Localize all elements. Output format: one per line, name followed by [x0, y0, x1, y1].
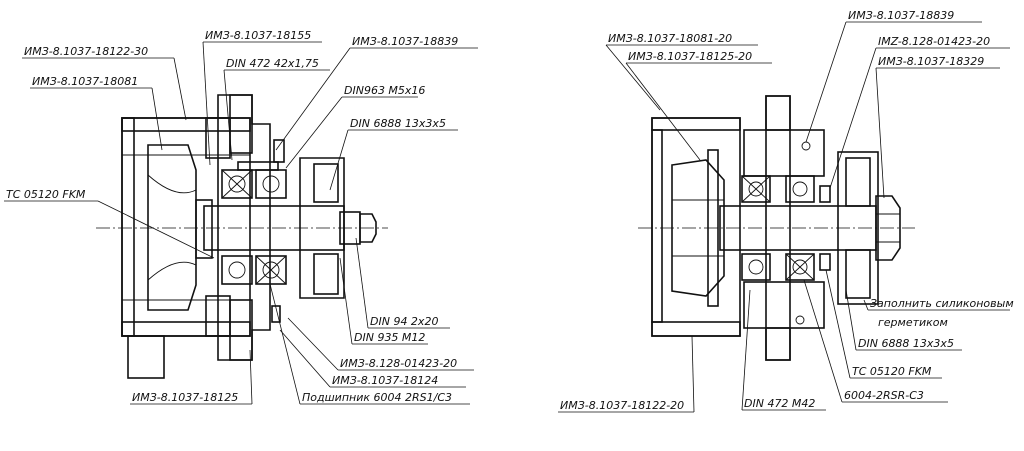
callout-labels: ИМЗ-8.1037-18122-30 ИМЗ-8.1037-18081 ИМЗ…: [6, 9, 1014, 412]
right-cover: [743, 95, 825, 361]
callout-label: ИМЗ-8.1037-18122-20: [560, 399, 684, 412]
callout-label: ИМЗ-8.1037-18081-20: [608, 32, 732, 45]
leader-lines: [4, 21, 1010, 413]
right-nut: [875, 195, 901, 261]
left-assembly: [96, 94, 388, 379]
callout-label: ИМЗ-8.1037-18124: [332, 374, 438, 387]
callout-label: ИМЗ-8.1037-18839: [848, 9, 954, 22]
right-seals: [795, 141, 831, 325]
left-housing: [121, 117, 251, 379]
callout-label: DIN 6888 13x3x5: [858, 337, 954, 350]
callout-label: ИМЗ-8.1037-18122-30: [24, 45, 148, 58]
callout-label: DIN 935 M12: [354, 331, 425, 344]
callout-label: DIN963 M5x16: [344, 84, 425, 97]
callout-label: ИМЗ-8.1037-18329: [878, 55, 984, 68]
callout-label: ИМЗ-8.1037-18155: [205, 29, 311, 42]
right-assembly: [638, 95, 915, 361]
callout-label: DIN 472 42x1,75: [226, 57, 319, 70]
left-bearings: [221, 169, 287, 285]
callout-label: DIN 6888 13x3x5: [350, 117, 446, 130]
callout-label: ИМЗ-8.1037-18125-20: [628, 50, 752, 63]
callout-label: TC 05120 FKM: [6, 188, 86, 201]
left-pulley-hub: [299, 157, 345, 299]
callout-label: ИМЗ-8.1037-18839: [352, 35, 458, 48]
callout-label: ИМЗ-8.128-01423-20: [340, 357, 457, 370]
left-impeller: [147, 144, 213, 311]
callout-label: TC 05120 FKM: [852, 365, 932, 378]
callout-label: 6004-2RSR-C3: [844, 389, 924, 402]
left-cover: [205, 94, 271, 361]
right-bearings: [741, 175, 815, 281]
callout-label: ИМЗ-8.1037-18081: [32, 75, 138, 88]
callout-label: IMZ-8.128-01423-20: [878, 35, 990, 48]
callout-label: Заполнить силиконовым: [870, 297, 1014, 310]
callout-label: герметиком: [878, 316, 948, 329]
callout-label: DIN 94 2x20: [370, 315, 438, 328]
callout-label: Подшипник 6004 2RS1/C3: [302, 391, 452, 404]
left-fasteners: [237, 139, 285, 323]
callout-label: ИМЗ-8.1037-18125: [132, 391, 238, 404]
right-housing: [651, 117, 741, 337]
callout-label: DIN 472 M42: [744, 397, 815, 410]
